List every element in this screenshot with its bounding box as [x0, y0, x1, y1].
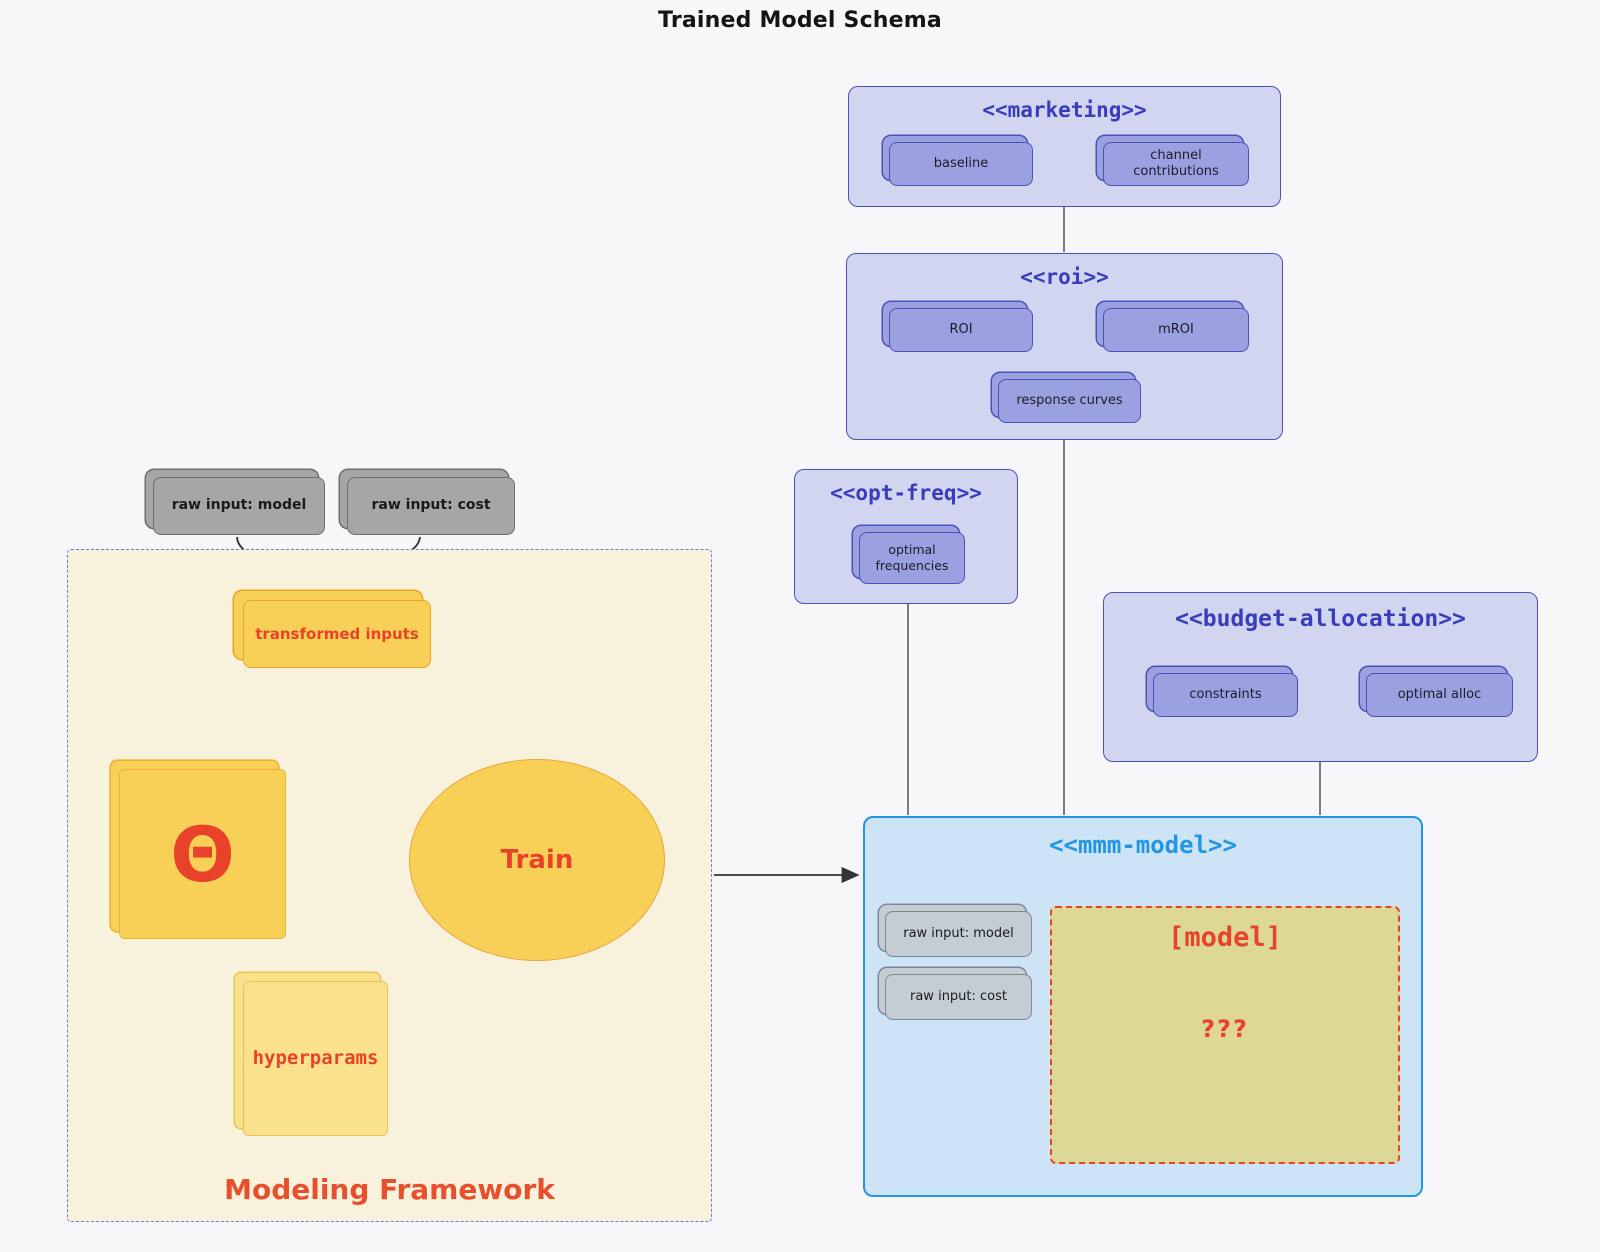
- node-label: transformed inputs: [255, 624, 419, 643]
- node-label: mROI: [1158, 321, 1194, 337]
- group-budget-allocation: <<budget-allocation>> constraints optima…: [1103, 592, 1538, 762]
- node-optimal-alloc: optimal alloc: [1366, 673, 1513, 717]
- node-constraints: constraints: [1153, 673, 1298, 717]
- node-baseline: baseline: [889, 142, 1033, 186]
- group-opt-freq-title: <<opt-freq>>: [830, 481, 982, 505]
- diagram-title: Trained Model Schema: [658, 8, 942, 33]
- node-label: raw input: cost: [910, 988, 1007, 1004]
- node-label: channel contributions: [1133, 147, 1219, 179]
- node-mroi: mROI: [1103, 308, 1249, 352]
- node-mmm-raw-input-model: raw input: model: [885, 911, 1032, 957]
- group-mmm-model: <<mmm-model>> raw input: model raw input…: [863, 816, 1423, 1197]
- group-mmm-title: <<mmm-model>>: [1049, 831, 1237, 859]
- node-raw-input-cost: raw input: cost: [347, 477, 515, 535]
- node-label: response curves: [1016, 392, 1123, 408]
- node-model-placeholder: [model] ???: [1050, 906, 1400, 1164]
- node-label: optimal frequencies: [875, 542, 949, 573]
- group-marketing: <<marketing>> baseline channel contribut…: [848, 86, 1281, 207]
- node-label: raw input: model: [903, 925, 1014, 941]
- node-label: optimal alloc: [1397, 686, 1482, 702]
- node-label: ROI: [949, 321, 973, 337]
- node-label: raw input: cost: [371, 497, 491, 514]
- node-label: hyperparams: [252, 1046, 379, 1069]
- model-unknown: ???: [1201, 1015, 1249, 1043]
- node-label: constraints: [1189, 686, 1262, 702]
- node-label: Train: [500, 845, 574, 875]
- group-roi: <<roi>> ROI mROI response curves: [846, 253, 1283, 440]
- group-modeling-framework: transformed inputs Θ Train hyperparams M…: [67, 549, 712, 1222]
- group-opt-freq: <<opt-freq>> optimal frequencies: [794, 469, 1018, 604]
- node-optimal-frequencies: optimal frequencies: [859, 532, 965, 584]
- group-roi-title: <<roi>>: [1020, 265, 1109, 289]
- node-train: Train: [409, 759, 665, 961]
- node-roi: ROI: [889, 308, 1033, 352]
- node-label: baseline: [933, 155, 989, 171]
- model-title: [model]: [1168, 922, 1282, 953]
- modeling-framework-label: Modeling Framework: [224, 1173, 555, 1206]
- node-theta: Θ: [119, 769, 286, 939]
- theta-symbol: Θ: [170, 809, 235, 899]
- group-marketing-title: <<marketing>>: [982, 98, 1147, 122]
- node-mmm-raw-input-cost: raw input: cost: [885, 974, 1032, 1020]
- node-transformed-inputs: transformed inputs: [243, 600, 431, 668]
- node-raw-input-model: raw input: model: [153, 477, 325, 535]
- group-budget-title: <<budget-allocation>>: [1175, 606, 1466, 632]
- node-response-curves: response curves: [998, 379, 1141, 423]
- node-label: raw input: model: [171, 497, 307, 514]
- node-channel-contributions: channel contributions: [1103, 142, 1249, 186]
- node-hyperparams: hyperparams: [243, 981, 388, 1136]
